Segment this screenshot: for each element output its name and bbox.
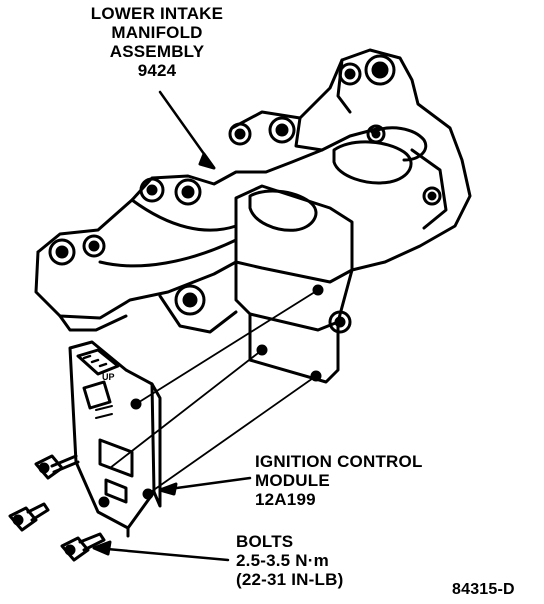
module-label-line3: 12A199 — [255, 490, 316, 509]
lower-intake-manifold — [34, 48, 472, 384]
manifold-label-line3: ASSEMBLY — [109, 42, 205, 61]
bolt-bottom — [60, 532, 106, 562]
figure-code: 84315-D — [452, 581, 515, 598]
bolt-top — [34, 454, 80, 480]
alignment-lines — [109, 289, 319, 495]
bolts-label-line2: 2.5-3.5 N·m — [236, 551, 329, 570]
module-label-line2: MODULE — [255, 471, 330, 490]
manifold-leader — [158, 90, 216, 170]
module-leader — [158, 476, 252, 496]
module-up-marking: UP — [102, 372, 115, 382]
manifold-label: LOWER INTAKE MANIFOLD ASSEMBLY 9424 — [72, 4, 242, 80]
module-label-line1: IGNITION CONTROL — [255, 452, 423, 471]
manifold-bolt-holes — [48, 54, 442, 382]
manifold-label-line2: MANIFOLD — [111, 23, 203, 42]
bolts-label-line3: (22-31 IN-LB) — [236, 570, 344, 589]
module-bolts — [8, 454, 106, 562]
manifold-label-line4: 9424 — [137, 61, 177, 80]
bolts-label: BOLTS 2.5-3.5 N·m (22-31 IN-LB) — [236, 532, 343, 589]
bolts-leader — [92, 540, 230, 562]
bolt-middle — [8, 502, 50, 532]
module-label: IGNITION CONTROL MODULE 12A199 — [255, 452, 423, 509]
bolts-label-line1: BOLTS — [236, 532, 294, 551]
manifold-label-line1: LOWER INTAKE — [90, 4, 224, 23]
